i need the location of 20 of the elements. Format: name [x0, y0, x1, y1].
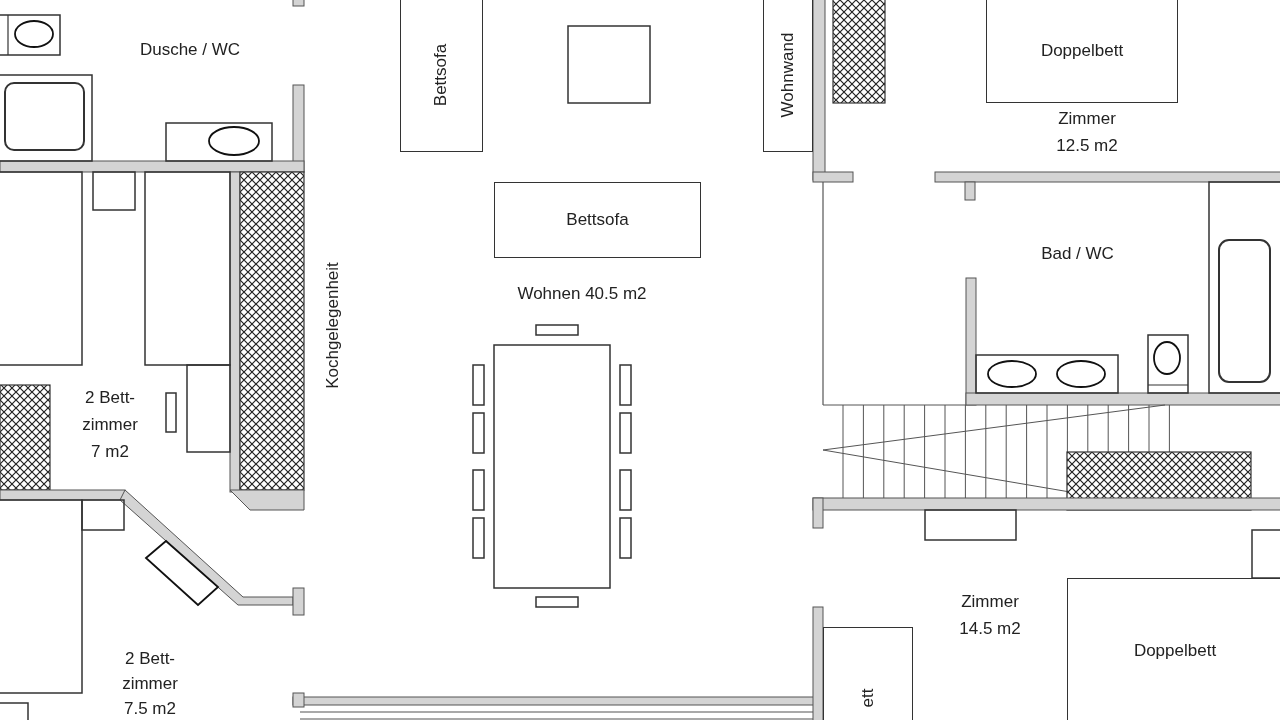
double-bed — [1067, 578, 1280, 720]
room-label: Zimmer 14.5 m2 — [958, 591, 1022, 640]
bed — [823, 627, 913, 720]
furniture-label: Wohnwand — [778, 32, 798, 118]
vertical-room-label: Kochgelegenheit — [321, 261, 343, 391]
furniture-label: Bettsofa — [431, 43, 452, 107]
furniture-label: Doppelbett — [1133, 640, 1217, 661]
room-label: 2 Bett- zimmer 7 m2 — [81, 387, 139, 463]
sofa-bed — [494, 182, 701, 258]
room-label: Bad / WC — [1040, 243, 1115, 265]
room-label: 2 Bett- zimmer 7.5 m2 — [121, 648, 179, 720]
furniture-label: Doppelbett — [1040, 40, 1124, 61]
room-label: Zimmer 12.5 m2 — [1055, 108, 1119, 157]
room-label: Wohnen 40.5 m2 — [516, 283, 648, 305]
wall-unit — [763, 0, 813, 152]
sofa-bed — [400, 0, 483, 152]
furniture-label: ett — [858, 688, 878, 708]
double-bed — [986, 0, 1178, 103]
room-label: Dusche / WC — [138, 39, 242, 61]
furniture-label: Bettsofa — [566, 210, 629, 230]
